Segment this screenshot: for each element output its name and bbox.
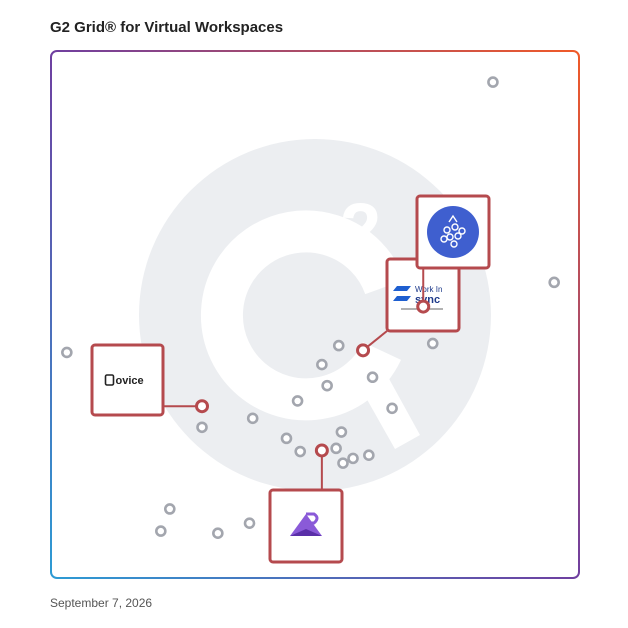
scatter-point [332, 339, 345, 352]
scatter-point [548, 276, 560, 289]
page-title: G2 Grid® for Virtual Workspaces [50, 19, 284, 36]
scatter-point [164, 503, 176, 515]
scatter-point [280, 432, 293, 445]
scatter-point [426, 337, 439, 350]
scatter-point [337, 457, 349, 469]
scatter-point [321, 379, 333, 392]
scatter-point [316, 358, 328, 371]
scatter-point [196, 421, 208, 434]
scatter-point [243, 517, 256, 529]
scatter-point [386, 402, 398, 415]
scatter-point [347, 452, 359, 465]
highlighted-product[interactable]: ovice [90, 343, 210, 417]
scatter-point [294, 445, 307, 458]
scatter-point [366, 371, 379, 384]
scatter-point [246, 412, 259, 425]
scatter-point [212, 527, 224, 540]
scatter-point [155, 525, 167, 537]
scatter-point [291, 395, 304, 407]
ovice-logo-text: ovice [116, 375, 144, 387]
scatter-point [330, 442, 342, 455]
scatter-point [61, 346, 73, 359]
highlighted-product[interactable] [268, 443, 344, 564]
svg-text:2: 2 [340, 188, 381, 271]
report-date: September 7, 2026 [50, 596, 153, 610]
ovice-logo-icon: ovice [104, 374, 144, 387]
highlighted-point[interactable] [356, 343, 371, 358]
logo-box [90, 343, 165, 417]
workinsync-logo-text: Work In [415, 285, 442, 294]
scatter-point [335, 426, 348, 438]
highlighted-point[interactable] [195, 399, 210, 414]
teamflow-logo-icon [427, 206, 479, 258]
highlighted-point[interactable] [314, 443, 329, 458]
highlighted-product[interactable] [415, 194, 491, 314]
scatter-point [487, 76, 499, 88]
highlighted-point[interactable] [416, 299, 431, 314]
r-logo-icon [290, 512, 322, 536]
scatter-point [363, 449, 375, 462]
